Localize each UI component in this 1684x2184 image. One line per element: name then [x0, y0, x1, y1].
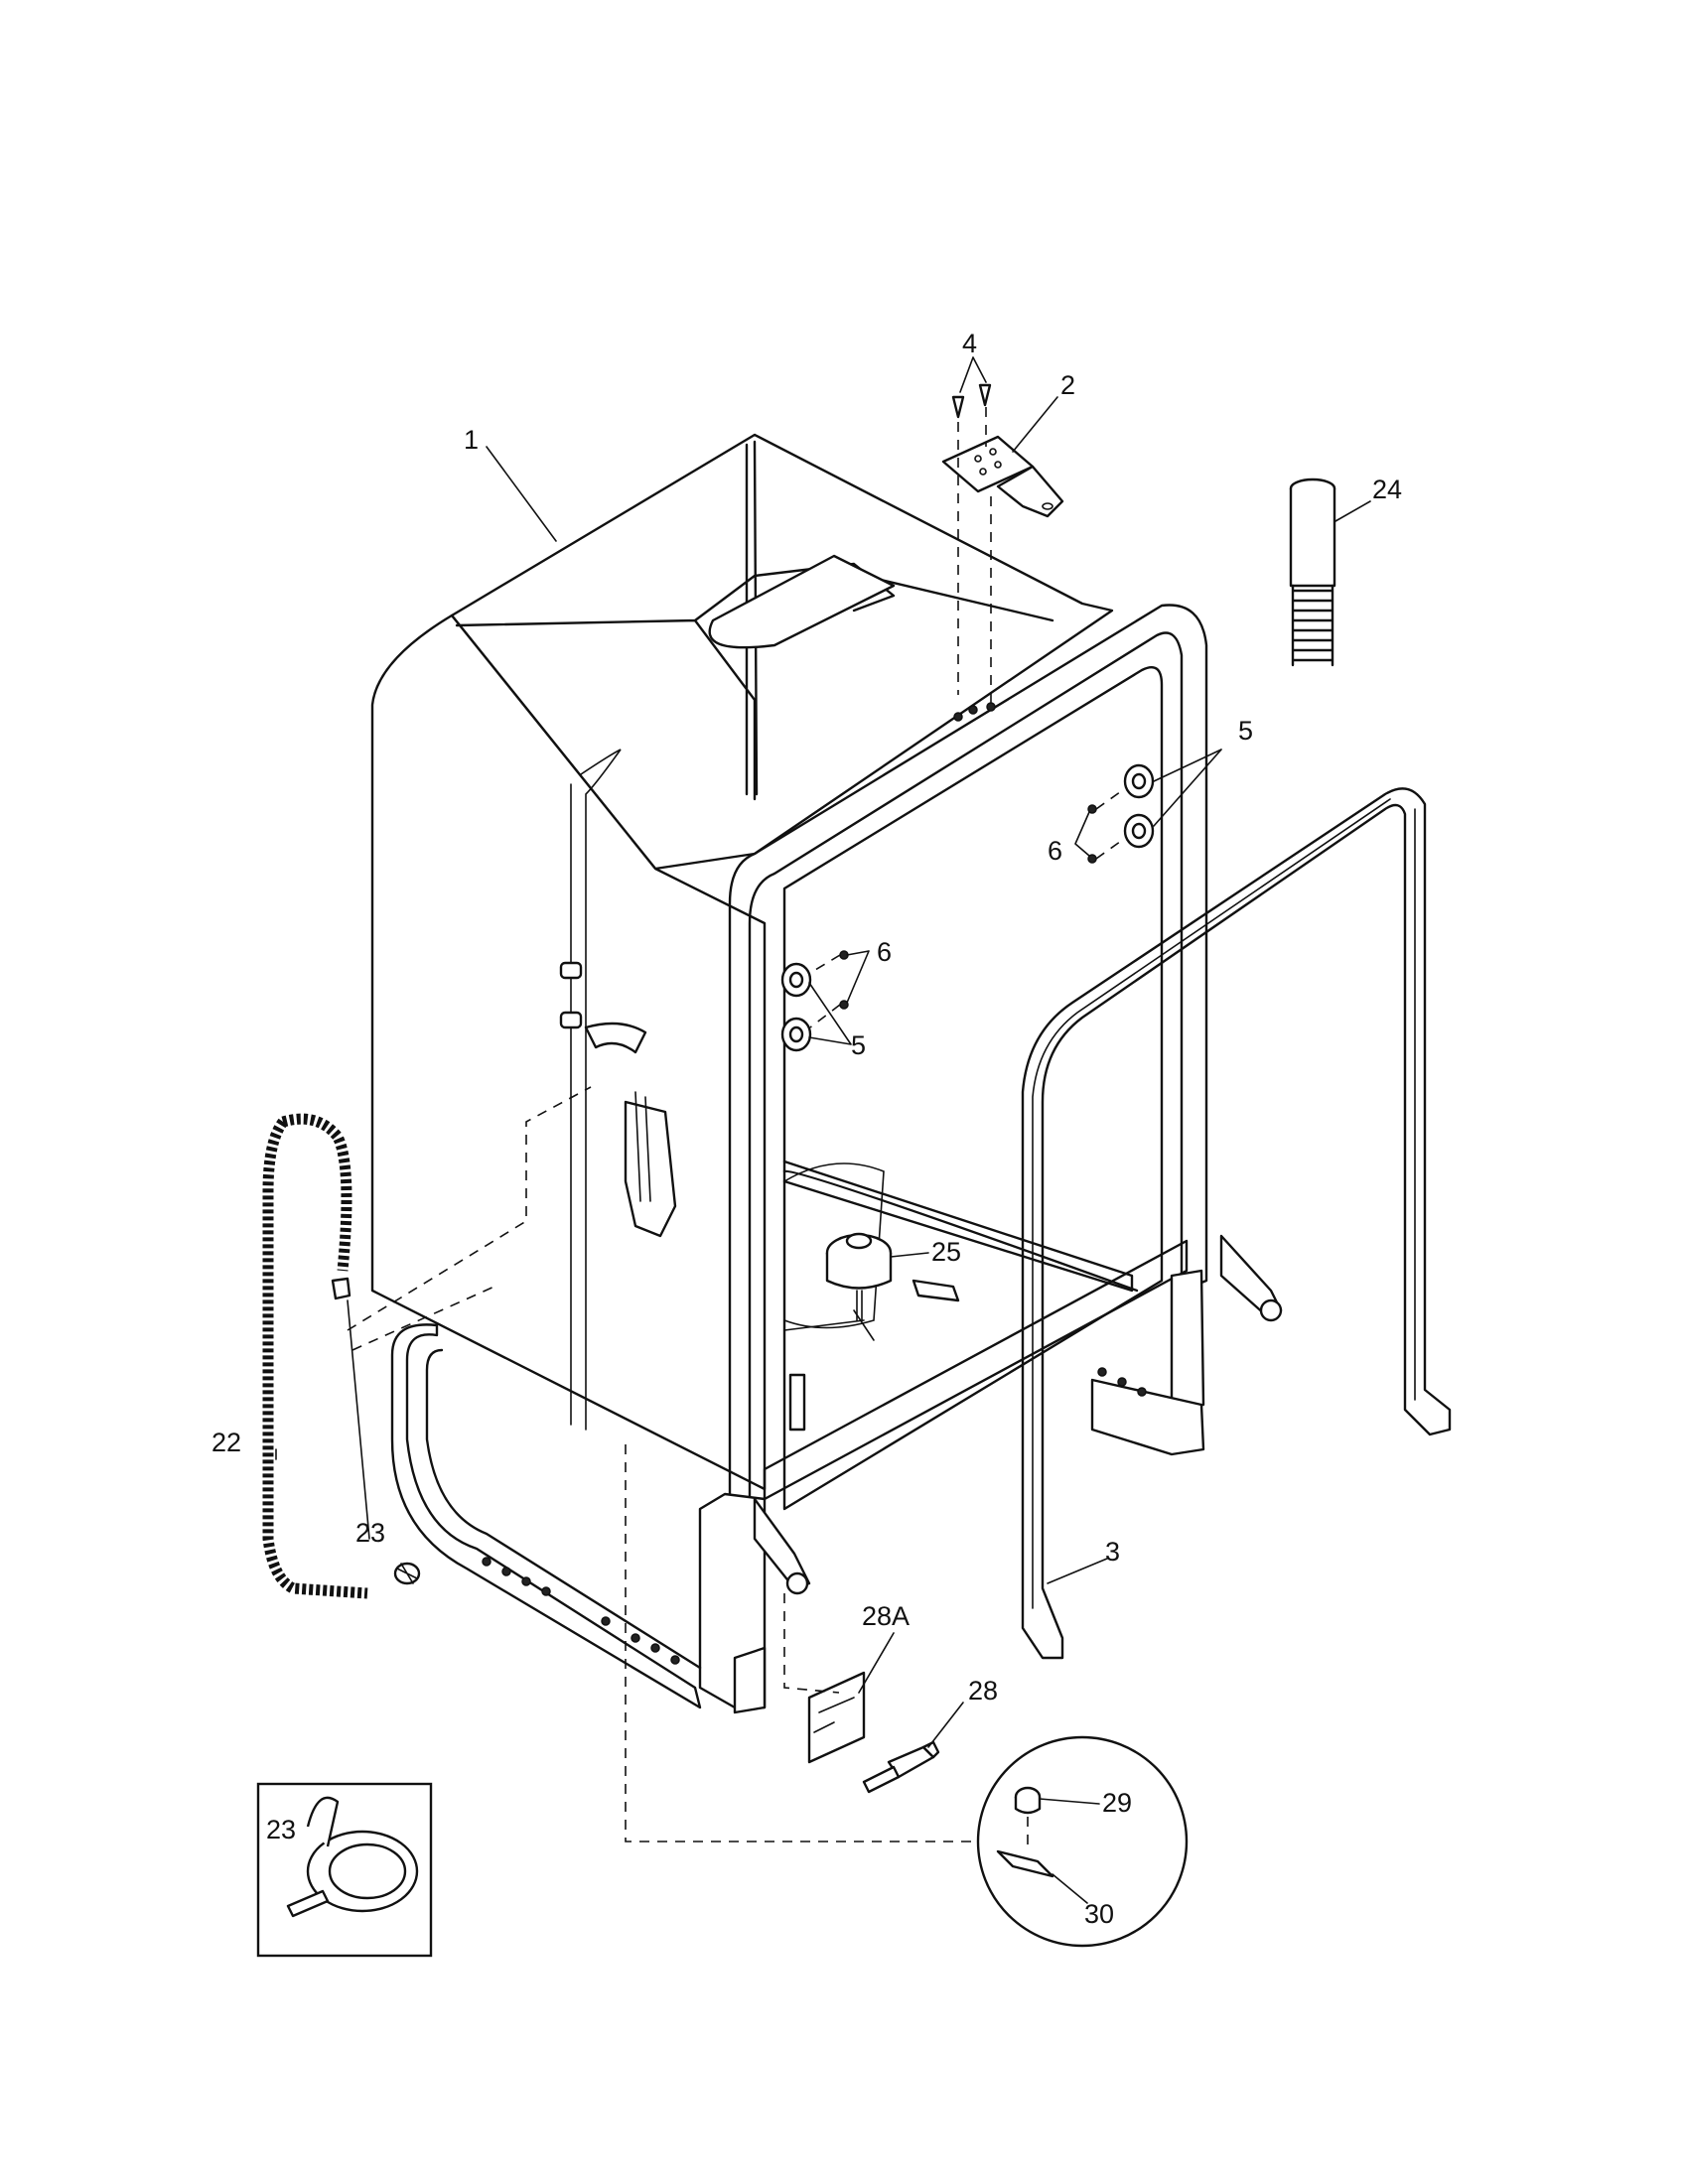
hose-upper: [1289, 488, 1336, 588]
base-holes: [482, 1367, 1147, 1665]
gasket-inner: [1032, 798, 1416, 1609]
tub-top-vent: [708, 554, 896, 649]
rollers-right: [1087, 763, 1155, 864]
tub-left-wall: [370, 614, 767, 1491]
hinge-left-pivot: [785, 1571, 809, 1595]
tub-clip-lower: [559, 1011, 583, 1029]
frame-inner: [782, 665, 1164, 1511]
base-frame: [390, 1323, 1147, 1709]
callout-1: 1: [464, 425, 479, 455]
sump-line: [783, 1309, 875, 1341]
callout-labels: 1 2 4 24 5 6 6 5 25 22 23 3 28A 28 29 30…: [211, 329, 1402, 1929]
callout-4: 4: [962, 329, 977, 358]
tub-assembly: [370, 433, 1114, 1491]
hose-clamp-detail-icon: [256, 1782, 433, 1958]
seal-22-clip: [331, 1277, 351, 1300]
callout-28a: 28A: [862, 1601, 910, 1631]
frame-right-foot: [1090, 1378, 1205, 1456]
hinge-right-pivot: [1259, 1298, 1283, 1322]
tub-clip-upper: [559, 961, 583, 980]
frame-right-leg: [1170, 1269, 1205, 1412]
callout-6-left: 6: [877, 937, 892, 967]
front-frame: [698, 604, 1283, 1714]
callout-3: 3: [1105, 1537, 1120, 1567]
seal-22-body: [262, 1118, 368, 1599]
callout-29: 29: [1102, 1788, 1132, 1818]
frame-left-foot: [733, 1646, 767, 1714]
hose-clamp-23: [393, 1562, 421, 1585]
tub-left-seam-2: [580, 749, 622, 1431]
frame-bottom-rail: [763, 1239, 1189, 1501]
mounting-bracket: [941, 383, 1064, 722]
door-gasket: [1021, 787, 1452, 1660]
base-rail-outer: [390, 1323, 702, 1709]
tub-hose-bracket-detail: [634, 1091, 651, 1202]
side-seal-22: [262, 1086, 592, 1599]
callout-5-left: 5: [851, 1030, 866, 1060]
fill-hose-24: [1289, 478, 1336, 667]
callout-23-detail: 23: [266, 1815, 296, 1844]
switch-bracket-28a: [807, 1671, 866, 1764]
frame-side-rail: [782, 1160, 1134, 1293]
leader-lines: [275, 356, 1371, 1904]
seal-22-top: [281, 1113, 352, 1272]
base-rail-inner: [425, 1348, 702, 1670]
float-stem: [856, 1290, 863, 1321]
callout-23: 23: [355, 1518, 385, 1548]
float-cap: [845, 1232, 873, 1250]
detail-leader: [625, 1444, 978, 1843]
float-body: [825, 1253, 893, 1290]
hose-corrugated: [1291, 584, 1334, 667]
callout-24: 24: [1372, 475, 1402, 504]
float-post: [788, 1373, 806, 1432]
rollers-left: [780, 950, 849, 1052]
tub-floor: [783, 1162, 960, 1432]
tub-wire-guide: [584, 1022, 647, 1054]
screw-4-left: [951, 395, 965, 419]
callout-30: 30: [1084, 1899, 1114, 1929]
callout-5-right: 5: [1238, 716, 1253, 746]
frame-diag-rail: [782, 1169, 1139, 1293]
door-switch-28: [783, 1593, 940, 1794]
callout-6-right: 6: [1048, 836, 1062, 866]
floor-pad: [912, 1279, 960, 1302]
screw-4-right: [978, 383, 992, 407]
callout-25: 25: [931, 1237, 961, 1267]
part-30: [996, 1849, 1054, 1878]
callout-22: 22: [211, 1428, 241, 1457]
gasket-outer: [1021, 787, 1452, 1660]
frame-outer: [728, 604, 1208, 1511]
callout-2: 2: [1060, 370, 1075, 400]
callout-28: 28: [968, 1676, 998, 1706]
magnified-detail-icon: [976, 1735, 1189, 1948]
